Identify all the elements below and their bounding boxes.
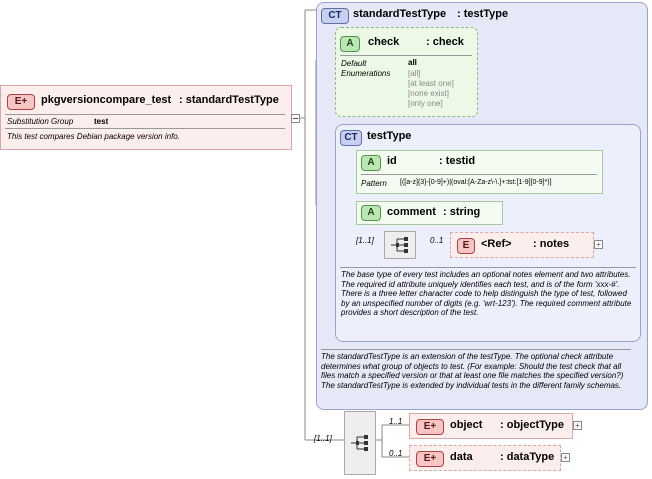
- check-enum-item: [at least one]: [408, 79, 454, 88]
- subst-group-label: Substitution Group: [7, 117, 74, 126]
- check-attr-badge: A: [340, 36, 360, 52]
- seq2-multiplicity: [1..1]: [314, 434, 332, 443]
- object-element-box[interactable]: E+ object : objectType: [409, 413, 573, 439]
- notes-ref-box[interactable]: E <Ref> : notes: [450, 232, 594, 258]
- id-pattern-value: [([a-z]{3}-[0-9]+)|(oval:[A-Za-z\-\.]+:t…: [400, 179, 552, 186]
- data-multiplicity: 0..1: [389, 449, 403, 458]
- notes-multiplicity: 0..1: [430, 236, 444, 245]
- sequence-icon: [391, 237, 408, 253]
- test-type-badge: CT: [340, 130, 362, 146]
- object-element-type: : objectType: [500, 419, 564, 431]
- notes-ref-type: : notes: [533, 238, 570, 250]
- sequence-compositor[interactable]: [384, 231, 416, 259]
- comment-attr-name: comment: [387, 206, 436, 218]
- check-enum-item: [only one]: [408, 99, 443, 108]
- standard-ct-base: : testType: [457, 8, 509, 20]
- object-multiplicity: 1..1: [389, 417, 403, 426]
- id-attr-name: id: [387, 155, 397, 167]
- test-type-doc: The base type of every test includes an …: [341, 270, 632, 317]
- check-enum-list: [all] [at least one] [none exist] [only …: [408, 69, 454, 109]
- id-pattern-label: Pattern: [361, 179, 387, 188]
- check-attr-name: check: [368, 36, 400, 48]
- pkg-collapse-icon[interactable]: [291, 114, 300, 123]
- comment-attr-type: : string: [443, 206, 481, 218]
- subst-group-value: test: [94, 117, 109, 126]
- data-expand-icon[interactable]: +: [561, 453, 570, 462]
- standard-test-type-panel: CT standardTestType : testType A check :…: [316, 2, 648, 410]
- data-element-name: data: [450, 451, 473, 463]
- expand-plus-icon: +: [430, 453, 437, 464]
- check-enum-item: [all]: [408, 69, 421, 78]
- check-enum-item: [none exist]: [408, 89, 449, 98]
- sequence-icon: [351, 435, 368, 451]
- test-type-panel: CT testType A id : testid Pattern [([a-z…: [335, 124, 641, 342]
- seq-multiplicity: [1..1]: [356, 236, 374, 245]
- data-element-badge: E+: [416, 451, 444, 467]
- expand-plus-icon: +: [21, 96, 28, 107]
- notes-ref-name: <Ref>: [481, 238, 512, 250]
- id-attribute-box[interactable]: A id : testid Pattern [([a-z]{3}-[0-9]+)…: [356, 150, 603, 194]
- pkg-element-box[interactable]: E+ pkgversioncompare_test : standardTest…: [0, 85, 292, 150]
- test-type-name: testType: [367, 130, 412, 142]
- standard-ct-badge: CT: [321, 8, 349, 24]
- standard-ct-doc: The standardTestType is an extension of …: [321, 352, 624, 390]
- check-attribute-box[interactable]: A check : check Default all Enumerations…: [335, 27, 478, 117]
- object-element-name: object: [450, 419, 483, 431]
- notes-badge: E: [457, 238, 475, 254]
- check-default-value: all: [408, 58, 417, 67]
- comment-attr-badge: A: [361, 205, 381, 221]
- pkg-element-doc: This test compares Debian package versio…: [7, 132, 180, 141]
- id-attr-badge: A: [361, 155, 381, 171]
- id-attr-type: : testid: [439, 155, 476, 167]
- pkg-element-badge: E+: [7, 94, 35, 110]
- data-element-box[interactable]: E+ data : dataType: [409, 445, 561, 471]
- expand-plus-icon: +: [430, 421, 437, 432]
- data-element-type: : dataType: [500, 451, 555, 463]
- notes-expand-icon[interactable]: +: [594, 240, 603, 249]
- object-element-badge: E+: [416, 419, 444, 435]
- pkg-element-name: pkgversioncompare_test: [41, 94, 172, 106]
- standard-ct-name: standardTestType: [353, 8, 447, 20]
- check-default-label: Default: [341, 59, 367, 68]
- comment-attribute-box[interactable]: A comment : string: [356, 201, 503, 225]
- check-attr-type: : check: [426, 36, 464, 48]
- check-enum-label: Enumerations: [341, 69, 391, 78]
- object-expand-icon[interactable]: +: [573, 421, 582, 430]
- pkg-element-type: : standardTestType: [179, 94, 279, 106]
- sequence-compositor-2[interactable]: [344, 411, 376, 475]
